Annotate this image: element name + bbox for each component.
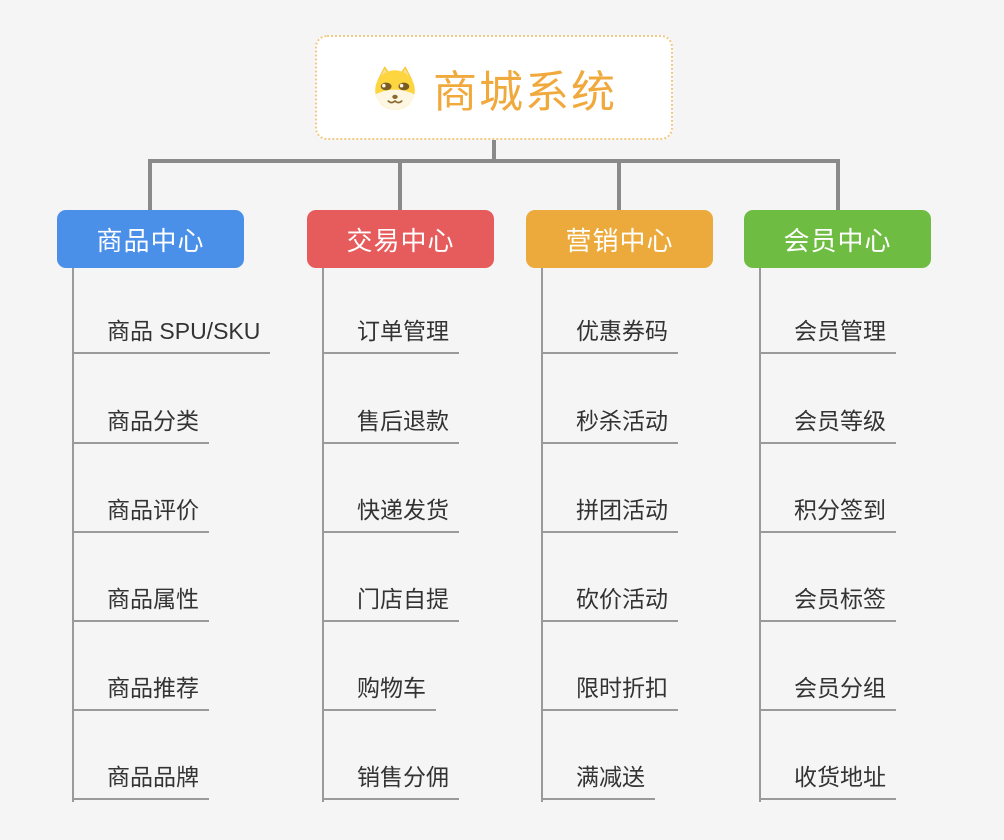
leaf-node[interactable]: 会员分组 — [759, 665, 896, 711]
branch-trunk-line — [541, 268, 543, 802]
branch-node-trade-center[interactable]: 交易中心 — [307, 210, 494, 268]
leaf-node[interactable]: 砍价活动 — [541, 576, 678, 622]
branch-trunk-line — [759, 268, 761, 802]
leaf-node[interactable]: 会员等级 — [759, 398, 896, 444]
leaf-node[interactable]: 售后退款 — [322, 398, 459, 444]
leaf-node[interactable]: 购物车 — [322, 665, 436, 711]
leaf-node[interactable]: 销售分佣 — [322, 754, 459, 800]
connector-bus — [148, 159, 840, 163]
root-node[interactable]: 商城系统 — [315, 35, 673, 140]
leaf-node[interactable]: 会员管理 — [759, 308, 896, 354]
leaf-node[interactable]: 积分签到 — [759, 487, 896, 533]
leaf-node[interactable]: 优惠券码 — [541, 308, 678, 354]
leaf-node[interactable]: 商品品牌 — [72, 754, 209, 800]
doge-icon — [371, 64, 419, 112]
leaf-node[interactable]: 商品属性 — [72, 576, 209, 622]
connector-drop — [836, 159, 840, 210]
leaf-node[interactable]: 商品评价 — [72, 487, 209, 533]
leaf-node[interactable]: 快递发货 — [322, 487, 459, 533]
leaf-node[interactable]: 商品分类 — [72, 398, 209, 444]
connector-root-stem — [492, 140, 496, 161]
leaf-node[interactable]: 订单管理 — [322, 308, 459, 354]
branch-trunk-line — [322, 268, 324, 802]
connector-drop — [617, 159, 621, 210]
branch-node-product-center[interactable]: 商品中心 — [57, 210, 244, 268]
leaf-node[interactable]: 限时折扣 — [541, 665, 678, 711]
root-title: 商城系统 — [433, 67, 617, 117]
leaf-node[interactable]: 收货地址 — [759, 754, 896, 800]
leaf-node[interactable]: 商品推荐 — [72, 665, 209, 711]
leaf-node[interactable]: 满减送 — [541, 754, 655, 800]
leaf-node[interactable]: 门店自提 — [322, 576, 459, 622]
branch-node-marketing-center[interactable]: 营销中心 — [526, 210, 713, 268]
leaf-node[interactable]: 商品 SPU/SKU — [72, 308, 271, 354]
connector-drop — [148, 159, 152, 210]
leaf-node[interactable]: 秒杀活动 — [541, 398, 678, 444]
leaf-node[interactable]: 拼团活动 — [541, 487, 678, 533]
leaf-node[interactable]: 会员标签 — [759, 576, 896, 622]
connector-drop — [398, 159, 402, 210]
branch-node-member-center[interactable]: 会员中心 — [744, 210, 931, 268]
branch-trunk-line — [72, 268, 74, 802]
